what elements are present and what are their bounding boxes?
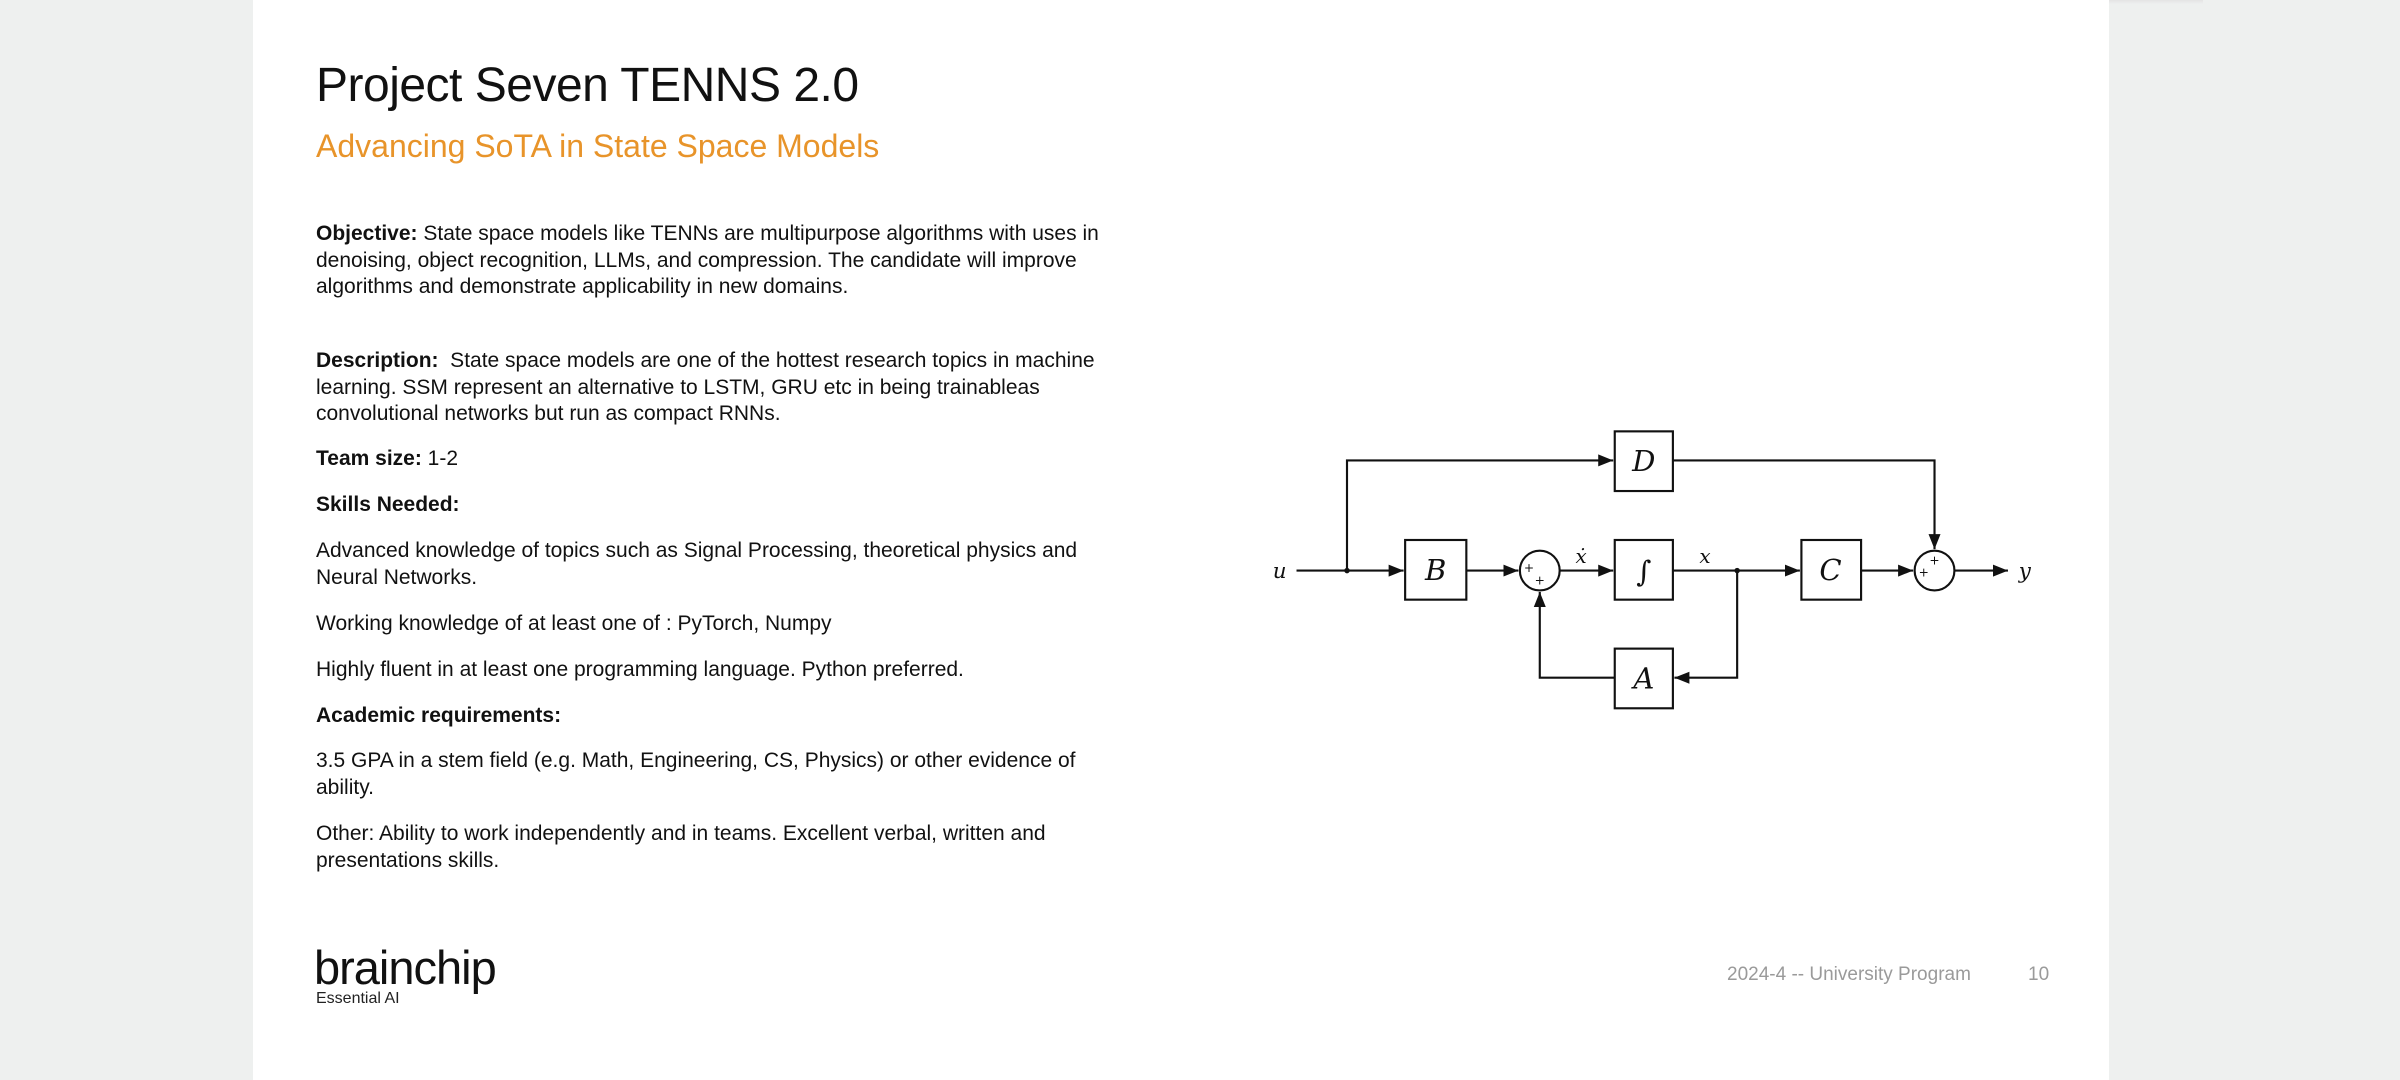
objective-label: Objective: <box>316 222 418 245</box>
slide-page: Project Seven TENNS 2.0 Advancing SoTA i… <box>253 0 2109 1080</box>
block-d <box>1613 430 1674 493</box>
arrow-u-to-d <box>1345 454 1614 571</box>
logo-tagline: Essential AI <box>316 990 400 1007</box>
summing-junction-1 <box>1518 549 1561 592</box>
brainchip-logo: brainchip <box>314 941 497 994</box>
academic-requirement: 3.5 GPA in a stem field (e.g. Math, Engi… <box>316 749 1076 799</box>
label-y: y <box>2018 559 2032 584</box>
summing-junction-2 <box>1913 549 1956 592</box>
arrow-d-to-sum <box>1672 459 1941 550</box>
page-number: 10 <box>2028 964 2050 985</box>
label-b: B <box>1424 553 1446 587</box>
description-paragraph: Description: State space models are one … <box>316 348 1106 428</box>
branch-point <box>1344 567 1350 574</box>
block-c <box>1800 538 1863 601</box>
team-size-value: 1-2 <box>421 447 459 470</box>
label-integrator: ∫ <box>1636 554 1651 588</box>
skill-item: Advanced knowledge of topics such as Sig… <box>316 539 1078 589</box>
label-c: C <box>1819 553 1841 587</box>
academic-heading: Academic requirements: <box>316 704 562 727</box>
other-requirements: Other: Ability to work independently and… <box>316 822 1046 872</box>
skill-item: Working knowledge of at least one of : P… <box>316 612 832 635</box>
branch-point <box>1734 567 1740 574</box>
label-x-dot: ẋ <box>1575 545 1586 568</box>
label-a: A <box>1630 661 1654 695</box>
description-text: State space models are one of the hottes… <box>316 349 1101 425</box>
block-b <box>1404 538 1468 601</box>
slide-title: Project Seven TENNS 2.0 <box>316 59 859 112</box>
footer-program: 2024-4 -- University Program <box>1727 964 1971 985</box>
plus-sign: + <box>1929 553 1939 567</box>
state-space-block-diagram: u y B ∫ C D A ẋ x + + + + <box>1273 430 2032 710</box>
description-label: Description: <box>316 349 439 372</box>
arrow-x-to-a <box>1674 570 1739 684</box>
arrow-a-to-sum <box>1533 592 1615 679</box>
plus-sign: + <box>1535 573 1545 587</box>
label-d: D <box>1631 444 1655 478</box>
objective-text: State space models like TENNs are multip… <box>316 222 1099 298</box>
label-u: u <box>1273 559 1287 584</box>
block-a <box>1613 647 1674 710</box>
label-x: x <box>1699 545 1710 568</box>
objective-paragraph: Objective: State space models like TENNs… <box>316 221 1106 301</box>
plus-sign: + <box>1919 566 1929 580</box>
plus-sign: + <box>1524 561 1534 575</box>
block-integrator <box>1613 538 1674 601</box>
slide-subtitle: Advancing SoTA in State Space Models <box>316 128 880 164</box>
team-size-label: Team size: <box>316 447 422 470</box>
skill-item: Highly fluent in at least one programmin… <box>316 658 964 681</box>
team-size: Team size: 1-2 <box>316 446 1106 473</box>
skills-heading: Skills Needed: <box>316 493 460 516</box>
